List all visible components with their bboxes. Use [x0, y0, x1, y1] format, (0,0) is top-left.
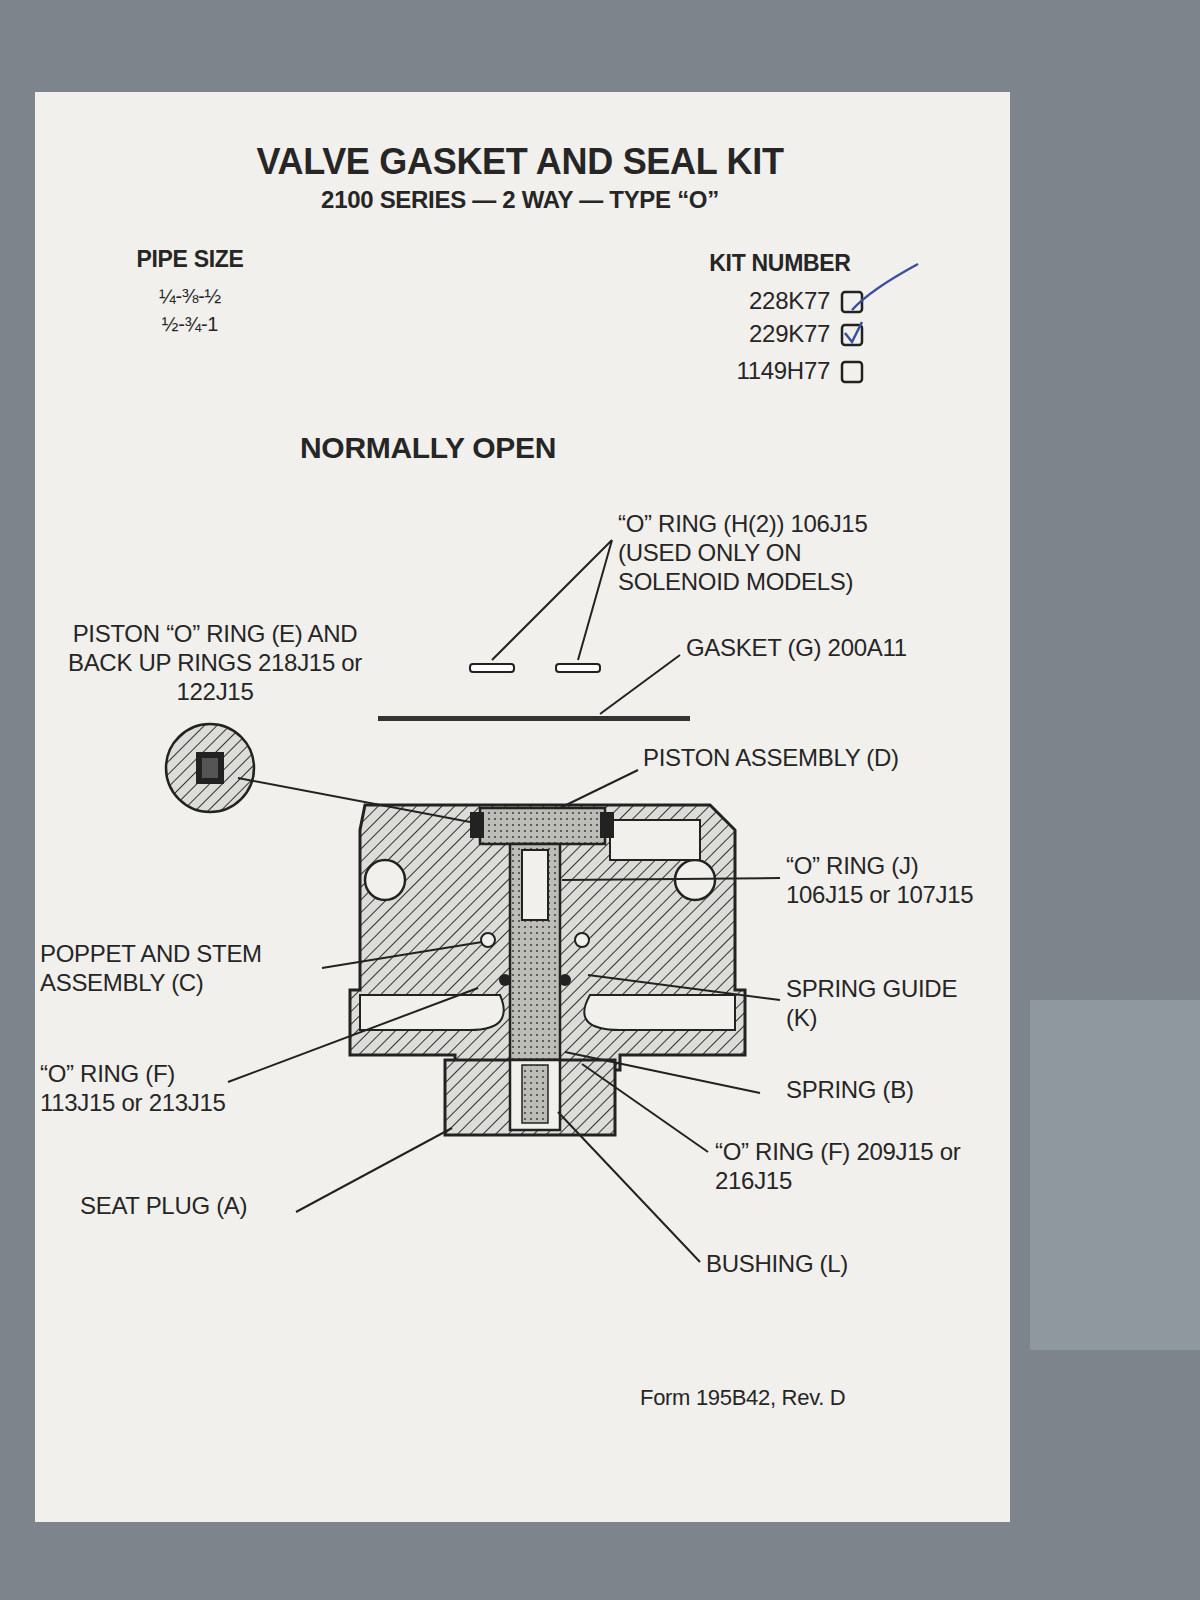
header-text: ¼-⅜-½ — [90, 284, 290, 308]
bushing — [510, 1060, 560, 1130]
header-text: 2100 SERIES — 2 WAY — TYPE “O” — [220, 186, 820, 215]
part-label: PISTON ASSEMBLY (D) — [643, 744, 983, 773]
detail-circle — [166, 724, 254, 812]
stem — [510, 844, 560, 1064]
part-label: SEAT PLUG (A) — [80, 1192, 300, 1221]
header-text: ½-¾-1 — [90, 312, 290, 336]
part-label: GASKET (G) 200A11 — [686, 634, 986, 663]
part-label: “O” RING (F) 209J15 or 216J15 — [715, 1138, 985, 1196]
o-ring — [556, 664, 600, 672]
part-label: Form 195B42, Rev. D — [640, 1385, 980, 1411]
paper-sheet — [35, 92, 1010, 1522]
piston — [480, 808, 605, 844]
bag-glare — [1030, 1000, 1200, 1350]
checkbox — [842, 292, 862, 382]
part-label: POPPET AND STEM ASSEMBLY (C) — [40, 940, 320, 998]
header-text: 228K77 — [630, 287, 830, 316]
part-label: “O” RING (H(2)) 106J15 (USED ONLY ON SOL… — [618, 510, 923, 596]
part-label: PISTON “O” RING (E) AND BACK UP RINGS 21… — [55, 620, 375, 706]
header-text: NORMALLY OPEN — [300, 430, 700, 466]
o-ring — [470, 664, 514, 672]
part-label: SPRING GUIDE (K) — [786, 975, 966, 1033]
header-text: KIT NUMBER — [660, 250, 900, 278]
piston-ring-detail — [196, 752, 224, 784]
seat-plug — [445, 1060, 615, 1135]
pen-check — [845, 264, 918, 342]
title: VALVE GASKET AND SEAL KIT — [170, 140, 870, 183]
part-label: SPRING (B) — [786, 1076, 986, 1105]
part-label: “O” RING (F) 113J15 or 213J15 — [40, 1060, 250, 1118]
header-text: PIPE SIZE — [90, 246, 290, 274]
valve-body — [350, 805, 745, 1070]
part-label: BUSHING (L) — [706, 1250, 946, 1279]
header-text: 1149H77 — [630, 357, 830, 386]
gasket — [378, 716, 690, 721]
header-text: 229K77 — [630, 320, 830, 349]
part-label: “O” RING (J) 106J15 or 107J15 — [786, 852, 976, 910]
